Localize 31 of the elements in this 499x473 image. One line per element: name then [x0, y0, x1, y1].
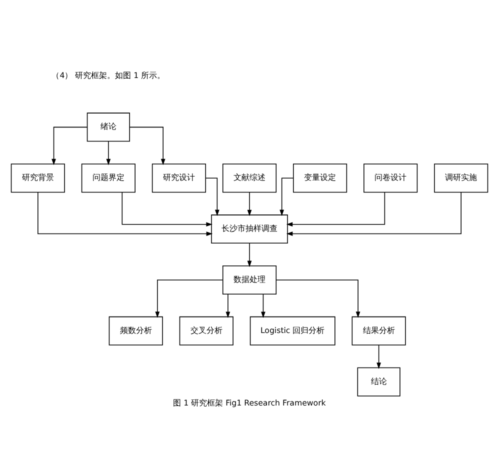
- arrow: [376, 344, 381, 369]
- arrow: [52, 126, 88, 166]
- node-box: Logistic 回归分析: [250, 316, 336, 346]
- node-box: 频数分析: [108, 316, 163, 346]
- arrow: [286, 192, 386, 227]
- arrow: [155, 280, 224, 318]
- diagram-title: （4） 研究框架。如图 1 所示。: [52, 71, 166, 80]
- node-box: 问题界定: [81, 164, 136, 193]
- arrow: [106, 140, 111, 166]
- arrow: [247, 192, 252, 216]
- arrow: [247, 242, 252, 268]
- arrow: [226, 294, 230, 318]
- node-box: 文献综述: [222, 164, 277, 193]
- arrow: [129, 126, 166, 166]
- node-box: 问卷设计: [364, 164, 418, 193]
- caption: 图 1 研究框架 Fig1 Research Framework: [173, 398, 326, 408]
- node-box: 研究设计: [152, 164, 206, 193]
- node-box: 调研实施: [434, 164, 488, 193]
- node-box: 研究背景: [10, 164, 65, 193]
- node-box: 结论: [357, 367, 400, 396]
- arrow: [286, 192, 462, 236]
- arrow: [276, 280, 360, 318]
- node-box: 长沙市抽样调查: [211, 214, 288, 244]
- node-box: 绪论: [86, 112, 130, 142]
- node-box: 交叉分析: [179, 316, 234, 346]
- arrow: [38, 192, 213, 236]
- arrow: [261, 294, 266, 318]
- node-box: 结果分析: [352, 316, 406, 346]
- node-box: 变量设定: [293, 164, 348, 193]
- node-box: 数据处理: [222, 266, 277, 294]
- arrow: [122, 192, 212, 227]
